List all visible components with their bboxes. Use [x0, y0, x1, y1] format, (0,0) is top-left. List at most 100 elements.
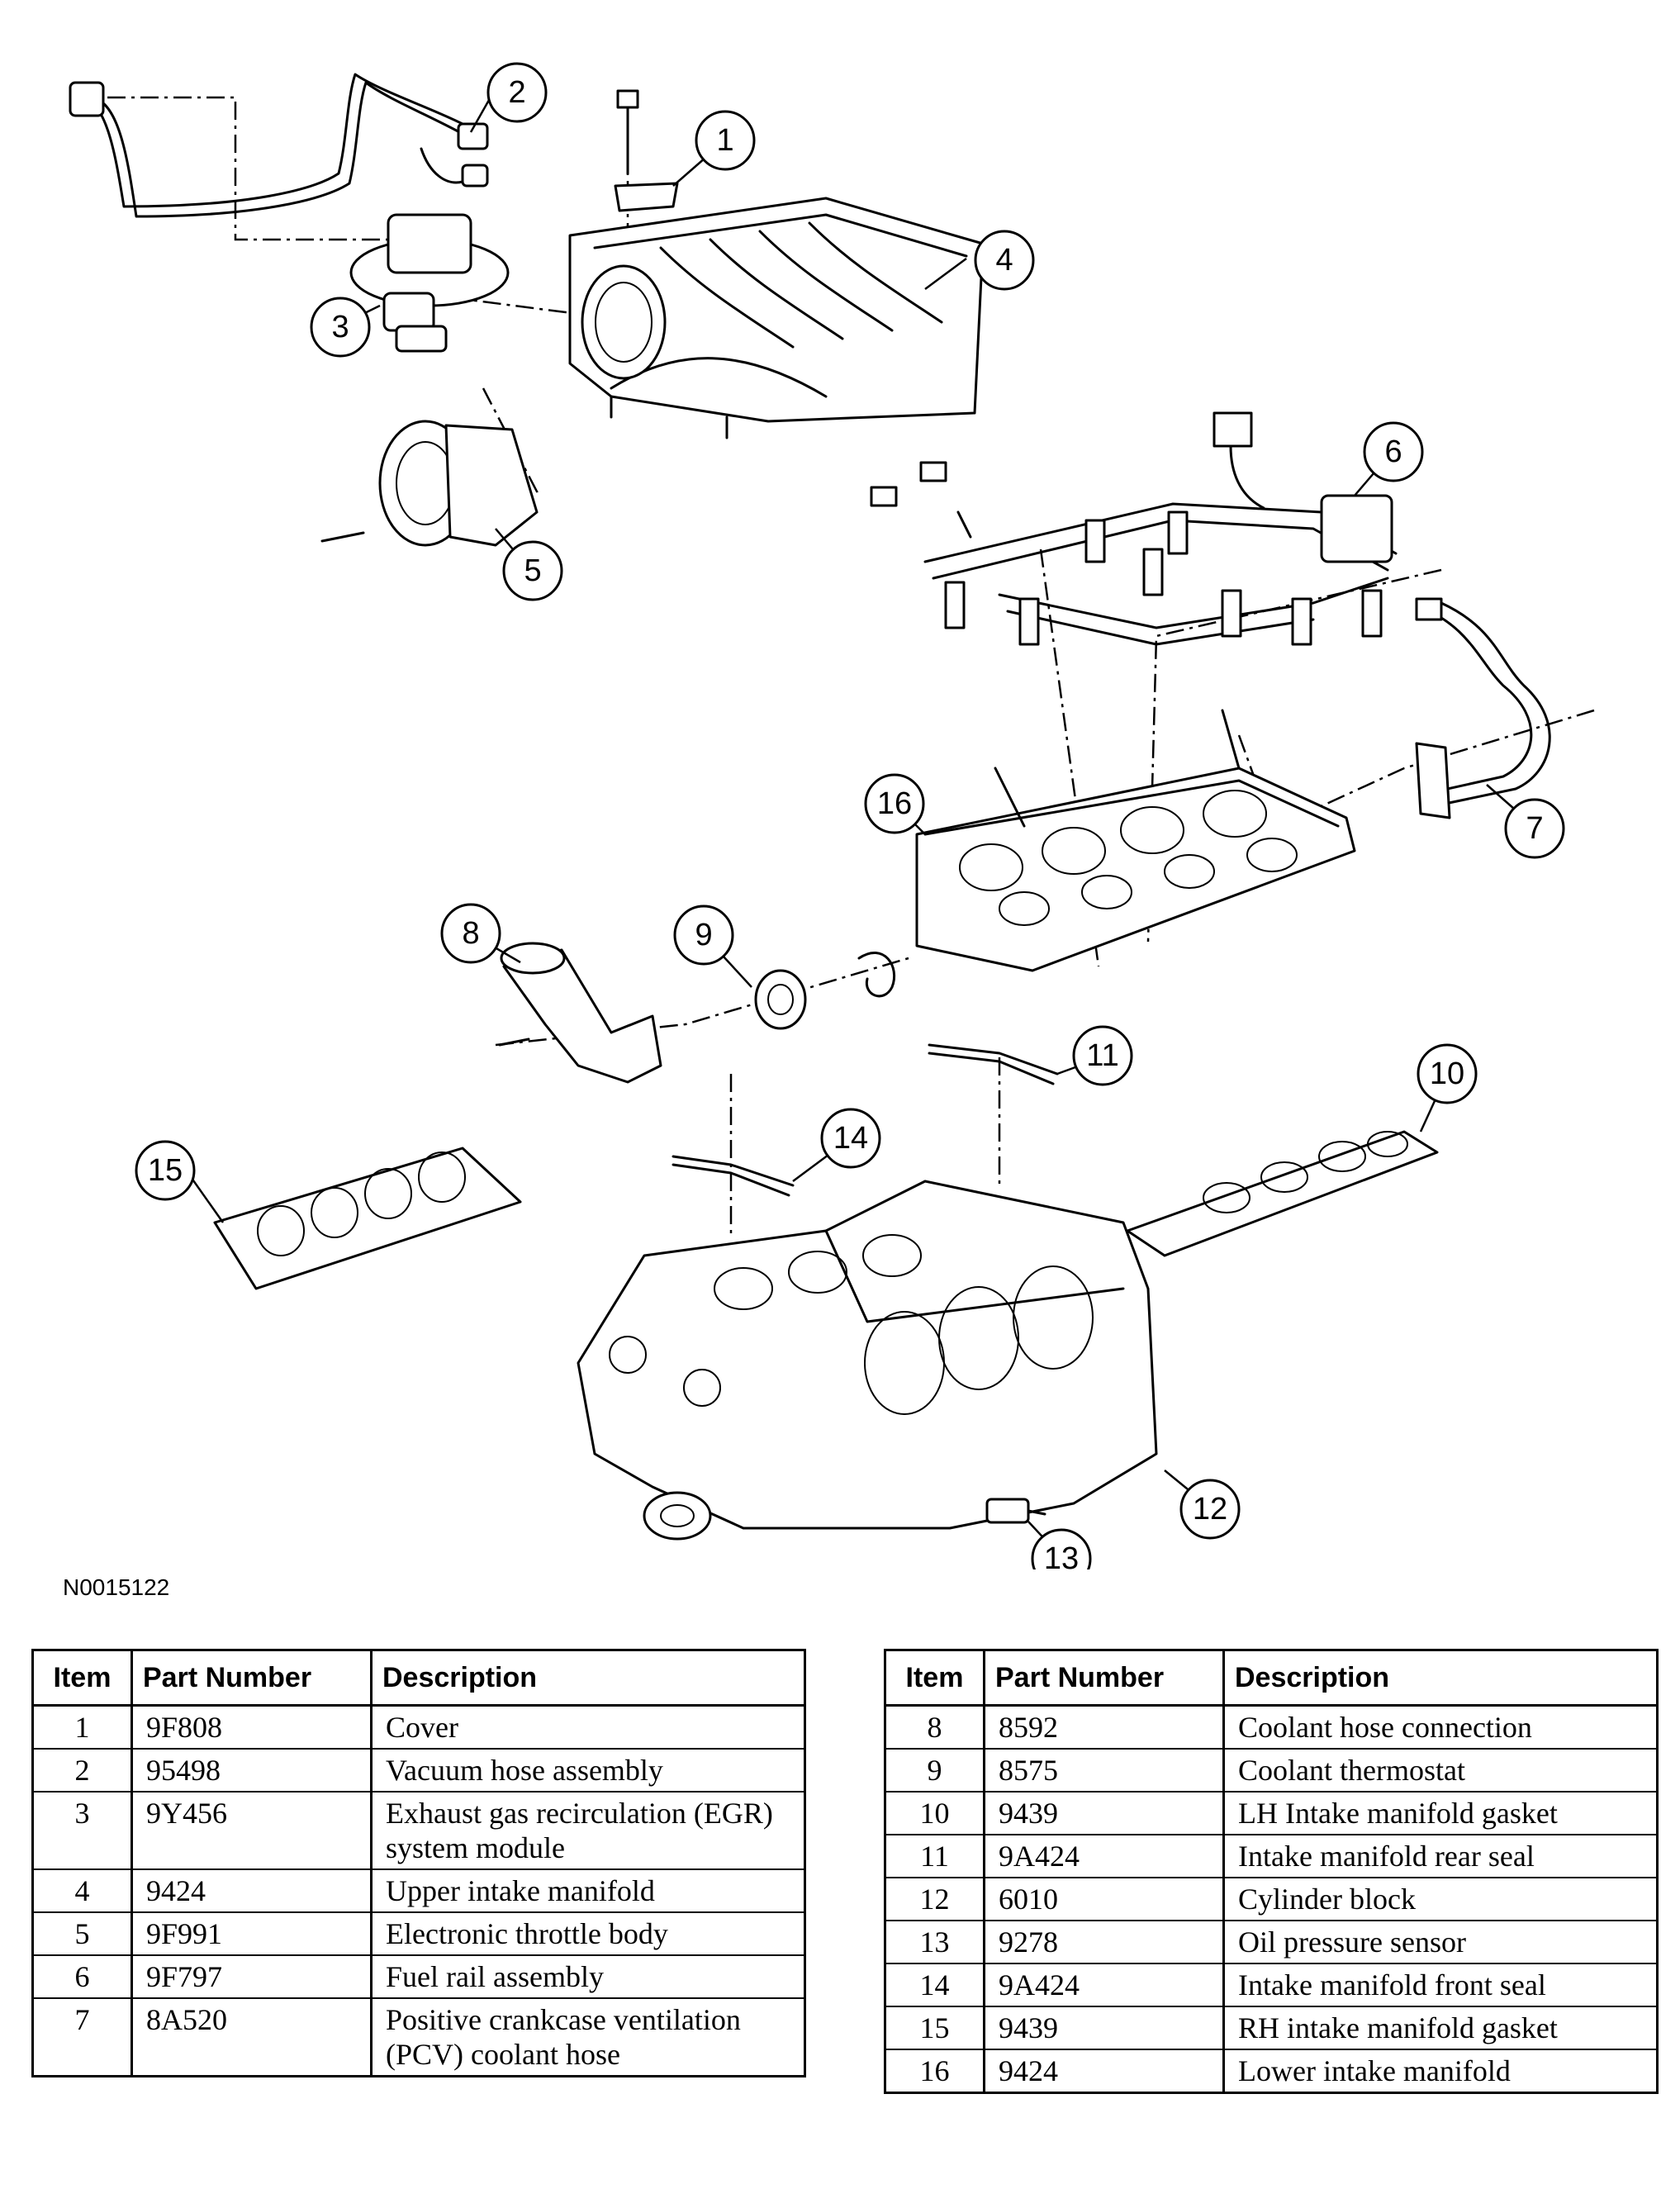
intake-manifold-rear-seal — [928, 1043, 1059, 1085]
cell-description: Coolant hose connection — [1222, 1705, 1659, 1750]
header-part-number: Part Number — [131, 1649, 373, 1707]
svg-text:2: 2 — [508, 75, 525, 110]
cell-item: 10 — [884, 1792, 985, 1835]
svg-text:7: 7 — [1526, 811, 1543, 846]
callout-5: 5 — [502, 540, 563, 601]
cell-part-number: 9F797 — [131, 1955, 373, 1999]
callout-10: 10 — [1417, 1043, 1478, 1104]
cell-part-number: 9F991 — [131, 1912, 373, 1956]
cell-item: 3 — [31, 1792, 133, 1870]
svg-text:12: 12 — [1193, 1492, 1227, 1527]
svg-text:11: 11 — [1086, 1038, 1118, 1073]
cell-description: Exhaust gas recirculation (EGR) system m… — [370, 1792, 806, 1870]
svg-text:13: 13 — [1044, 1541, 1079, 1569]
cell-description: Coolant thermostat — [1222, 1749, 1659, 1793]
callout-4: 4 — [974, 230, 1035, 291]
table-row: 15 9439 RH intake manifold gasket — [884, 2006, 1659, 2050]
cell-item: 5 — [31, 1912, 133, 1956]
parts-table-left: Item Part Number Description 1 9F808 Cov… — [31, 1649, 806, 2077]
cell-part-number: 8A520 — [131, 1998, 373, 2077]
svg-text:1: 1 — [716, 123, 733, 158]
table-row: 12 6010 Cylinder block — [884, 1878, 1659, 1921]
cell-description: Positive crankcase ventilation (PCV) coo… — [370, 1998, 806, 2077]
cell-part-number: 9Y456 — [131, 1792, 373, 1870]
exploded-view-diagram: 1 2 3 4 5 6 7 8 9 10 11 12 13 14 15 16 — [69, 62, 1595, 1569]
cell-item: 6 — [31, 1955, 133, 1999]
table-row: 1 9F808 Cover — [31, 1705, 806, 1750]
callout-3: 3 — [310, 297, 371, 358]
cell-item: 14 — [884, 1963, 985, 2007]
svg-text:16: 16 — [877, 786, 912, 821]
egr-system-module — [349, 213, 510, 353]
table-row: 11 9A424 Intake manifold rear seal — [884, 1835, 1659, 1878]
figure-id: N0015122 — [63, 1574, 170, 1600]
cell-description: LH Intake manifold gasket — [1222, 1792, 1659, 1835]
fuel-injectors — [944, 510, 1383, 646]
coolant-hose-connection — [498, 942, 662, 1084]
cell-description: Upper intake manifold — [370, 1869, 806, 1913]
cell-part-number: 6010 — [983, 1878, 1225, 1921]
upper-intake-manifold — [568, 197, 985, 439]
cell-description: Intake manifold rear seal — [1222, 1835, 1659, 1878]
oil-pressure-sensor — [985, 1498, 1046, 1524]
header-part-number: Part Number — [983, 1649, 1225, 1707]
fuel-rail-assembly — [870, 411, 1398, 646]
cell-item: 1 — [31, 1705, 133, 1750]
cell-description: Cover — [370, 1705, 806, 1750]
svg-text:5: 5 — [524, 553, 541, 588]
cell-part-number: 9424 — [131, 1869, 373, 1913]
cell-part-number: 9439 — [983, 2006, 1225, 2050]
callout-13: 13 — [1031, 1528, 1092, 1569]
table-row: 10 9439 LH Intake manifold gasket — [884, 1792, 1659, 1835]
cell-description: Oil pressure sensor — [1222, 1921, 1659, 1964]
cell-description: Cylinder block — [1222, 1878, 1659, 1921]
cell-part-number: 95498 — [131, 1749, 373, 1793]
cell-description: Lower intake manifold — [1222, 2049, 1659, 2094]
svg-text:4: 4 — [995, 243, 1013, 278]
svg-text:10: 10 — [1430, 1057, 1464, 1091]
cell-item: 15 — [884, 2006, 985, 2050]
cell-description: Vacuum hose assembly — [370, 1749, 806, 1793]
table-row: 14 9A424 Intake manifold front seal — [884, 1963, 1659, 2007]
lh-intake-manifold-gasket — [1126, 1130, 1439, 1257]
table-row: 5 9F991 Electronic throttle body — [31, 1912, 806, 1956]
vacuum-hose-assembly — [69, 73, 489, 218]
header-item: Item — [884, 1649, 985, 1707]
table-header-row: Item Part Number Description — [884, 1649, 1659, 1707]
callout-8: 8 — [440, 903, 501, 964]
cell-description: Intake manifold front seal — [1222, 1963, 1659, 2007]
svg-text:6: 6 — [1384, 434, 1402, 469]
cell-item: 16 — [884, 2049, 985, 2094]
cell-item: 2 — [31, 1749, 133, 1793]
cell-item: 13 — [884, 1921, 985, 1964]
cell-part-number: 8592 — [983, 1705, 1225, 1750]
callout-6: 6 — [1363, 421, 1424, 482]
table-row: 4 9424 Upper intake manifold — [31, 1869, 806, 1913]
rh-intake-manifold-gasket — [213, 1147, 522, 1290]
callout-9: 9 — [673, 905, 734, 966]
table-row: 13 9278 Oil pressure sensor — [884, 1921, 1659, 1964]
lower-intake-manifold — [915, 709, 1356, 972]
callout-14: 14 — [820, 1108, 881, 1169]
cell-part-number: 9A424 — [983, 1835, 1225, 1878]
table-row: 8 8592 Coolant hose connection — [884, 1705, 1659, 1750]
intake-manifold-front-seal — [672, 1155, 795, 1197]
parts-table-right: Item Part Number Description 8 8592 Cool… — [884, 1649, 1659, 2094]
cell-item: 7 — [31, 1998, 133, 2077]
cell-item: 4 — [31, 1869, 133, 1913]
cell-description: Fuel rail assembly — [370, 1955, 806, 1999]
table-row: 2 95498 Vacuum hose assembly — [31, 1749, 806, 1793]
cell-part-number: 9F808 — [131, 1705, 373, 1750]
cell-part-number: 9439 — [983, 1792, 1225, 1835]
cell-description: Electronic throttle body — [370, 1912, 806, 1956]
cell-part-number: 8575 — [983, 1749, 1225, 1793]
cell-part-number: 9A424 — [983, 1963, 1225, 2007]
callout-15: 15 — [135, 1140, 196, 1201]
cell-part-number: 9424 — [983, 2049, 1225, 2094]
table-row: 3 9Y456 Exhaust gas recirculation (EGR) … — [31, 1792, 806, 1870]
callout-2: 2 — [486, 62, 548, 123]
svg-text:15: 15 — [148, 1153, 183, 1188]
svg-text:9: 9 — [695, 918, 712, 952]
callout-12: 12 — [1179, 1479, 1241, 1540]
callout-16: 16 — [864, 773, 925, 834]
